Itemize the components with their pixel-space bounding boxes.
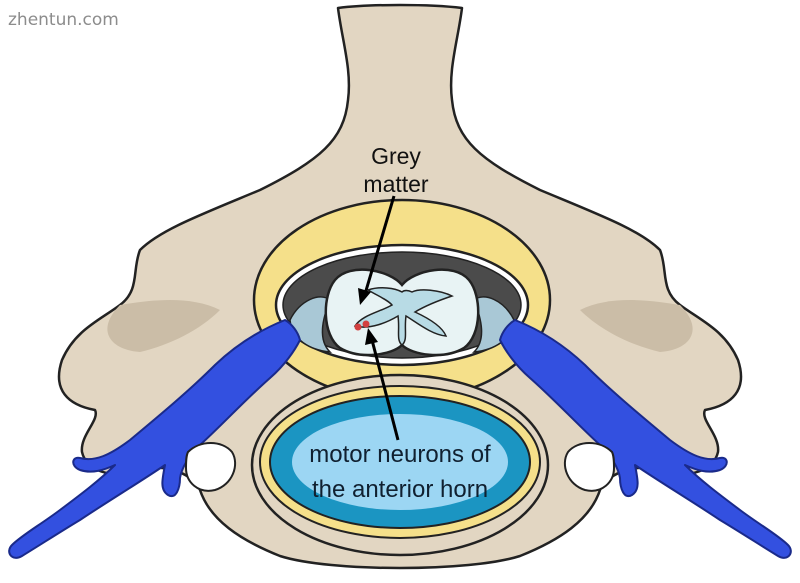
watermark-text: zhentun.com: [8, 10, 119, 30]
bone-shadow-right: [580, 300, 693, 352]
label-grey-matter-line2: matter: [363, 171, 429, 197]
nerve-root-left: [8, 319, 301, 559]
arrow-grey-matter: [358, 195, 396, 305]
motor-neuron-dot: [362, 320, 370, 328]
motor-neuron-dot: [354, 323, 362, 331]
label-grey-matter-line1: Grey: [371, 143, 421, 169]
grey-matter-shape: [353, 287, 454, 346]
nucleus-pulposus: [292, 414, 508, 510]
nerve-root-right: [499, 319, 792, 559]
label-motor-neurons-line1: motor neurons of: [309, 441, 491, 468]
foramen-left: [184, 442, 237, 492]
bone-shadow-left: [107, 300, 220, 352]
foramen-right: [563, 442, 616, 492]
arrow-motor-neurons: [365, 328, 400, 441]
label-motor-neurons-line2: the anterior horn: [312, 476, 488, 503]
